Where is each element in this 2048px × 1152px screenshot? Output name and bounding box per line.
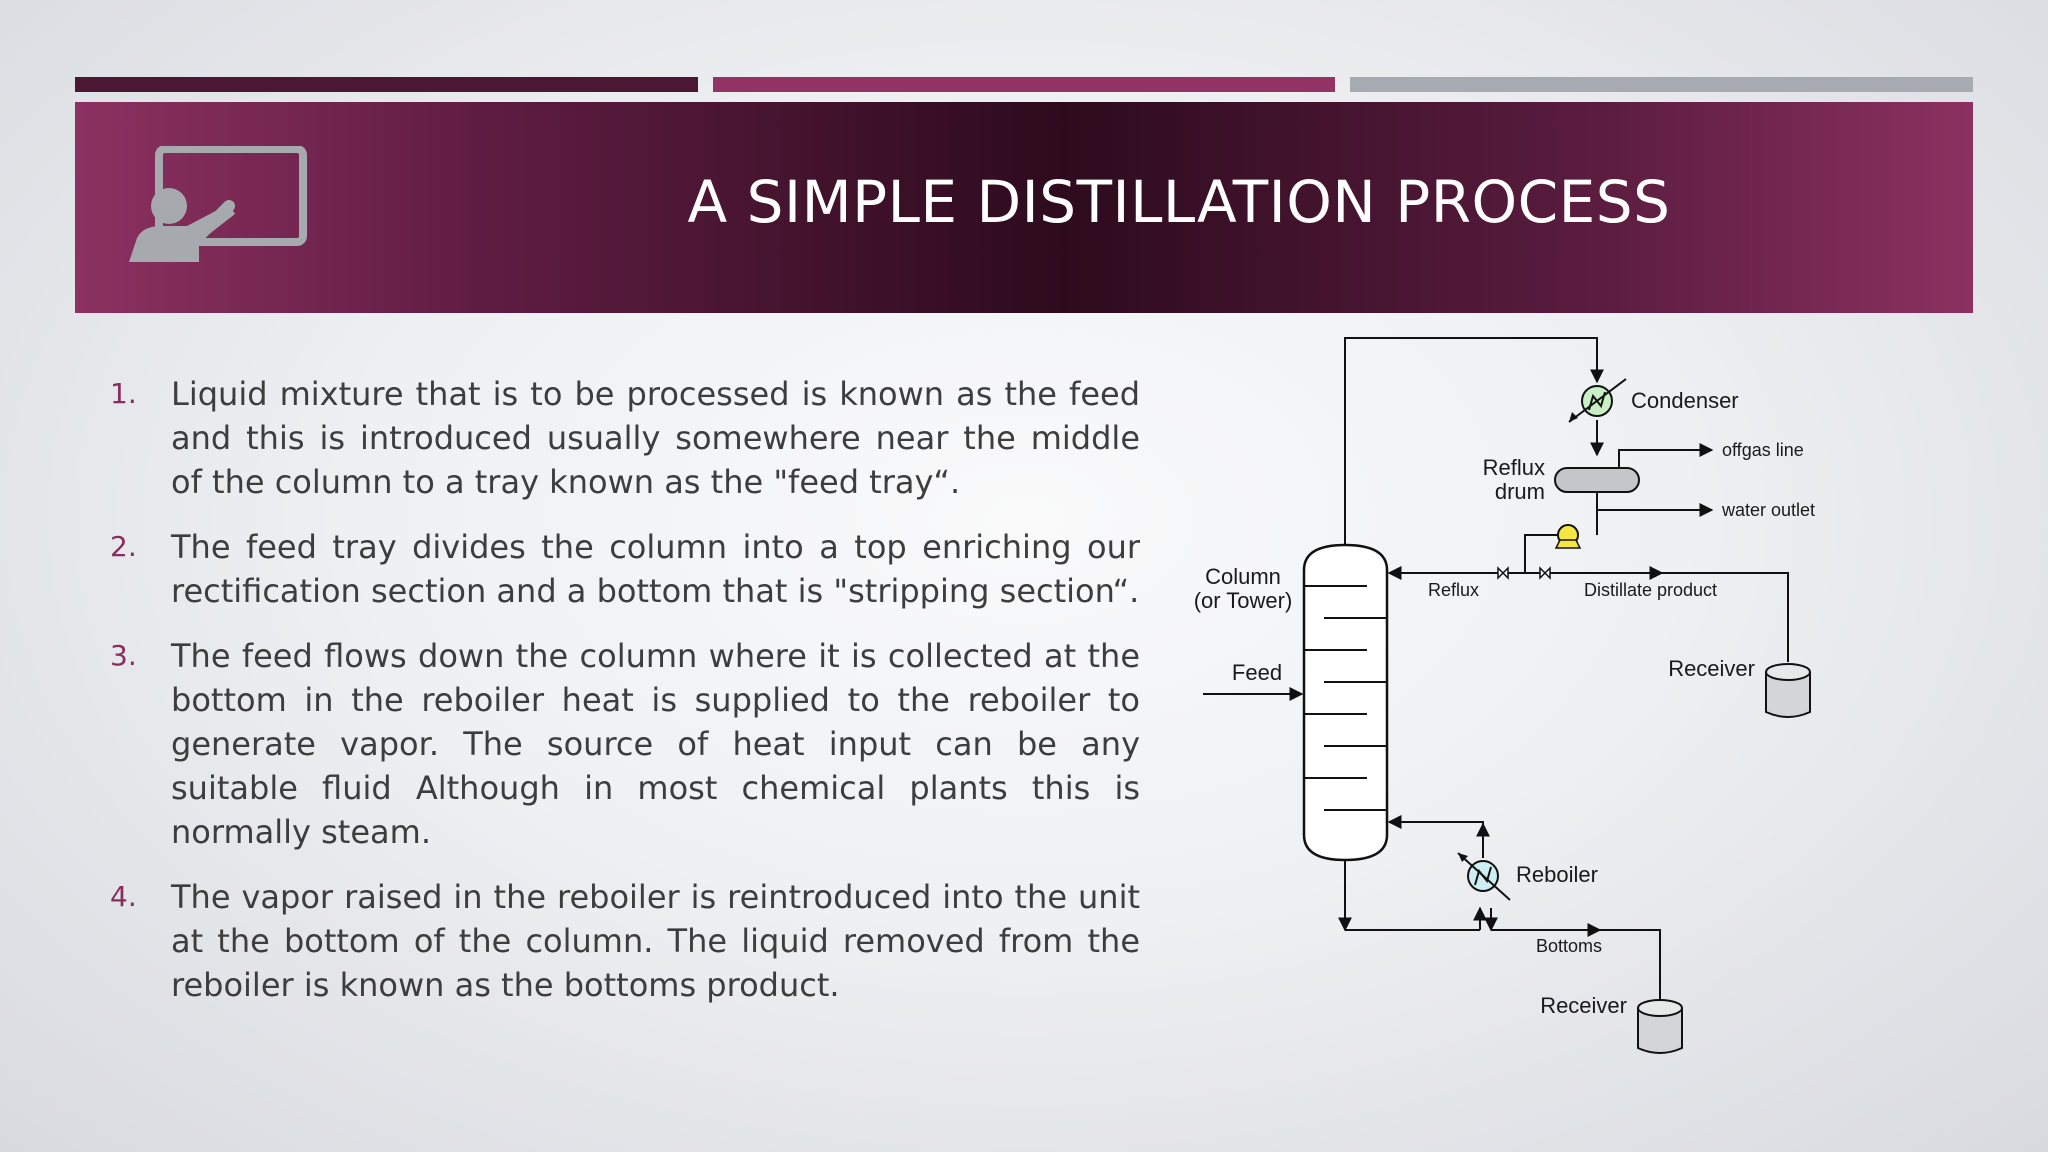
column-label: Column: [1205, 564, 1281, 589]
list-text: Liquid mixture that is to be processed i…: [171, 375, 1140, 501]
accent-strip-dark: [75, 77, 698, 92]
accent-strip-magenta: [713, 77, 1335, 92]
reflux-drum-label: Reflux: [1483, 455, 1545, 480]
accent-strip-gray: [1350, 77, 1973, 92]
reflux-drum: [1554, 467, 1640, 493]
receiver-top-icon: [1765, 663, 1811, 718]
receiver-label: Receiver: [1540, 993, 1627, 1018]
reboiler-label: Reboiler: [1516, 862, 1598, 887]
reflux-drum-label: drum: [1495, 479, 1545, 504]
vapor-line: [1344, 337, 1604, 545]
feed-label: Feed: [1232, 660, 1282, 685]
column-label: (or Tower): [1194, 588, 1293, 613]
list-number: 2.: [110, 530, 137, 563]
receiver-bottom-icon: [1637, 999, 1683, 1054]
list-text: The feed flows down the column where it …: [171, 637, 1140, 851]
bottoms-label: Bottoms: [1536, 936, 1602, 956]
column: [1302, 543, 1389, 862]
valve-icon: [1497, 566, 1551, 580]
list-item: 3. The feed flows down the column where …: [110, 634, 1140, 854]
water-outlet-label: water outlet: [1721, 500, 1815, 520]
list-number: 3.: [110, 639, 137, 672]
receiver-label: Receiver: [1668, 656, 1755, 681]
list-number: 1.: [110, 377, 137, 410]
list-text: The feed tray divides the column into a …: [171, 528, 1140, 610]
condenser-label: Condenser: [1631, 388, 1739, 413]
condenser-icon: [1568, 378, 1627, 423]
presenter-at-board-icon: [129, 146, 307, 262]
bullet-list: 1. Liquid mixture that is to be processe…: [110, 372, 1140, 1028]
list-item: 4. The vapor raised in the reboiler is r…: [110, 875, 1140, 1007]
list-number: 4.: [110, 880, 137, 913]
offgas-line: [1618, 443, 1714, 468]
page-title: A SIMPLE DISTILLATION PROCESS: [687, 168, 1671, 236]
list-text: The vapor raised in the reboiler is rein…: [171, 878, 1140, 1004]
reboiler-icon: [1457, 852, 1511, 901]
offgas-label: offgas line: [1722, 440, 1804, 460]
title-banner: A SIMPLE DISTILLATION PROCESS: [75, 102, 1973, 313]
list-item: 1. Liquid mixture that is to be processe…: [110, 372, 1140, 504]
distillate-label: Distillate product: [1584, 580, 1717, 600]
reboiler-return-line: [1387, 815, 1484, 858]
list-item: 2. The feed tray divides the column into…: [110, 525, 1140, 613]
distillation-diagram: Condenser offgas line Reflux drum water …: [1194, 337, 1815, 1054]
reflux-label: Reflux: [1428, 580, 1479, 600]
pump-icon: [1548, 524, 1582, 549]
